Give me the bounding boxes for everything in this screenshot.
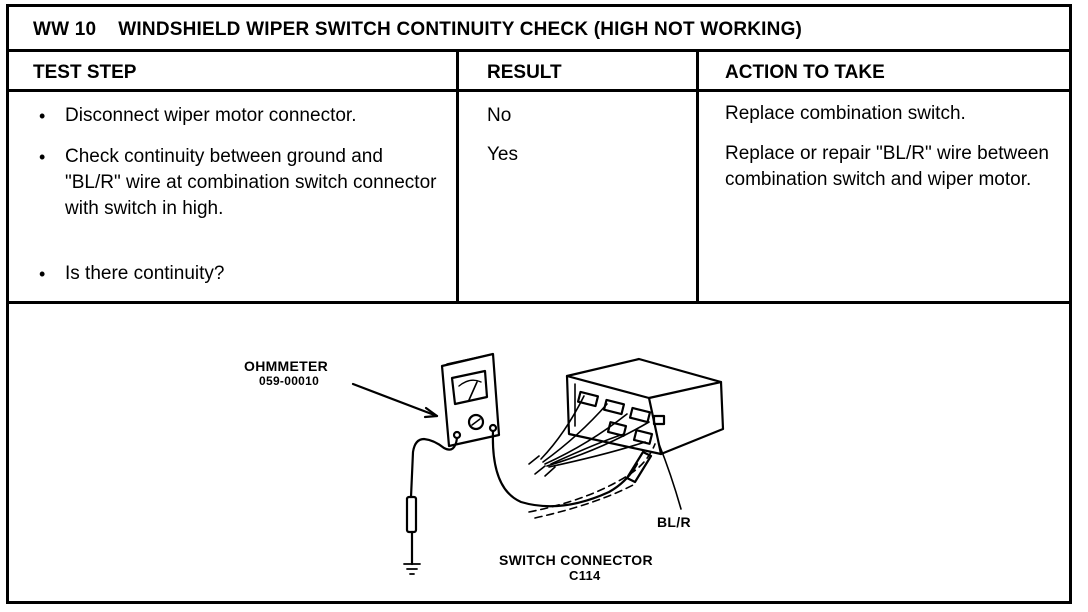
header-row: TEST STEP RESULT ACTION TO TAKE	[9, 52, 1069, 92]
hidden-wire	[528, 443, 656, 519]
title-row: WW 10 WINDSHIELD WIPER SWITCH CONTINUITY …	[9, 7, 1069, 52]
wire-label: BL/R	[657, 514, 691, 530]
leader-line	[658, 443, 682, 510]
ohmmeter-connection-diagram	[351, 352, 725, 575]
bullet-icon: •	[39, 264, 46, 284]
leader-line	[351, 382, 439, 418]
probe-lead-connector	[491, 429, 639, 508]
column-header-action: ACTION TO TAKE	[725, 62, 885, 83]
column-header-result: RESULT	[487, 62, 562, 83]
ohmmeter-icon	[440, 352, 501, 448]
ground-icon	[403, 563, 421, 575]
ohmmeter-part-number: 059-00010	[259, 374, 320, 388]
action-text: Replace combination switch.	[725, 103, 966, 124]
procedure-title: WINDSHIELD WIPER SWITCH CONTINUITY CHECK…	[118, 19, 803, 40]
result-value: Yes	[487, 144, 518, 165]
bullet-icon: •	[39, 147, 46, 167]
bullet-icon: •	[39, 106, 46, 126]
test-step-text: Is there continuity?	[65, 263, 225, 284]
ohmmeter-label: OHMMETER	[244, 358, 329, 374]
wire-harness	[528, 395, 650, 477]
connector-id: C114	[569, 568, 601, 583]
illustration-panel: OHMMETER 059-00010 BL/R SWITCH CONNECTOR…	[9, 301, 1069, 601]
column-divider	[456, 52, 459, 304]
test-step-text: Disconnect wiper motor connector.	[65, 105, 357, 126]
result-value: No	[487, 105, 512, 126]
column-header-test-step: TEST STEP	[33, 62, 137, 83]
probe-icon	[625, 450, 653, 484]
connector-label: SWITCH CONNECTOR	[499, 552, 653, 568]
probe-lead-ground	[409, 436, 459, 499]
body-row: • Disconnect wiper motor connector. • Ch…	[9, 92, 1069, 304]
procedure-table: WW 10 WINDSHIELD WIPER SWITCH CONTINUITY …	[6, 4, 1072, 604]
column-divider	[696, 52, 699, 304]
action-text: Replace or repair "BL/R" wire between co…	[725, 143, 1049, 190]
arrowhead-icon	[423, 406, 439, 419]
procedure-code: WW 10	[33, 19, 97, 40]
page-title: WW 10 WINDSHIELD WIPER SWITCH CONTINUITY …	[33, 19, 802, 41]
test-step-text: Check continuity between ground and "BL/…	[65, 146, 437, 219]
switch-connector-icon	[565, 357, 725, 456]
probe-icon	[405, 495, 418, 534]
